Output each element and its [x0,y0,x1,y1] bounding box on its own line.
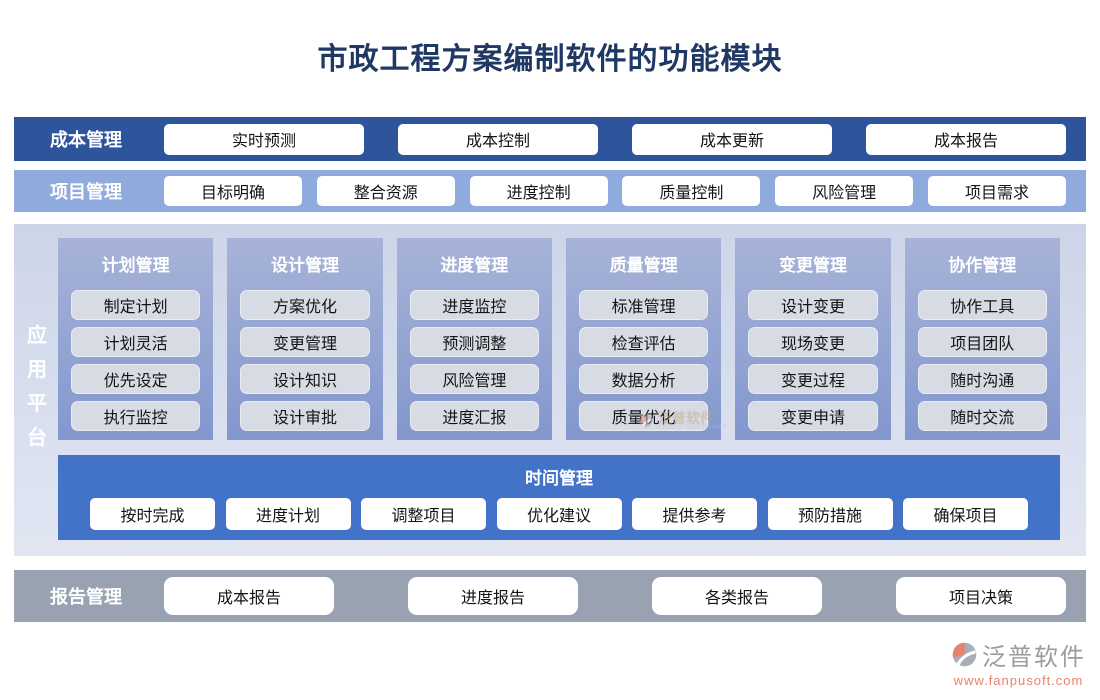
center-watermark-text: 泛普软件 FANPU SOFTWARE [658,411,727,431]
change-item-change-request[interactable]: 变更申请 [748,401,878,431]
module-columns: 计划管理 制定计划 计划灵活 优先设定 执行监控 设计管理 方案优化 变更管理 … [58,238,1060,440]
schedule-item-forecast-adjust[interactable]: 预测调整 [409,327,539,357]
design-item-design-approval[interactable]: 设计审批 [240,401,370,431]
column-title: 设计管理 [270,256,339,275]
report-bar-label: 报告管理 [50,587,122,607]
quality-item-standard-management[interactable]: 标准管理 [578,290,709,320]
collab-item-collaboration-tools[interactable]: 协作工具 [917,290,1047,320]
cost-button-realtime-forecast[interactable]: 实时预测 [164,123,364,155]
column-title: 质量管理 [609,256,678,275]
project-management-bar: 项目管理 目标明确 整合资源 进度控制 质量控制 风险管理 项目需求 [14,170,1086,212]
column-schedule-management: 进度管理 进度监控 预测调整 风险管理 进度汇报 [396,238,552,440]
time-button-optimization-advice[interactable]: 优化建议 [496,498,622,530]
plan-item-make-plan[interactable]: 制定计划 [71,290,201,320]
report-button-cost-report[interactable]: 成本报告 [164,577,334,615]
footer-watermark: 泛普软件 www.fanpusoft.com [951,637,1086,688]
report-button-various-reports[interactable]: 各类报告 [652,577,822,615]
project-button-schedule-control[interactable]: 进度控制 [469,176,608,206]
schedule-item-risk-management[interactable]: 风险管理 [409,364,539,394]
project-button-quality-control[interactable]: 质量控制 [622,176,761,206]
cost-button-cost-update[interactable]: 成本更新 [632,123,832,155]
project-button-integrate-resources[interactable]: 整合资源 [316,176,455,206]
column-title: 变更管理 [778,256,847,275]
change-item-change-process[interactable]: 变更过程 [748,364,878,394]
project-bar-label: 项目管理 [50,182,122,202]
center-watermark: 泛普软件 FANPU SOFTWARE [638,411,727,431]
plan-item-flexible-plan[interactable]: 计划灵活 [71,327,201,357]
schedule-item-monitor[interactable]: 进度监控 [409,290,539,320]
brand-url: www.fanpusoft.com [953,673,1084,688]
plan-item-priority-setting[interactable]: 优先设定 [71,364,201,394]
platform-side-label: 应用平台 [27,325,47,449]
design-item-plan-optimization[interactable]: 方案优化 [240,290,370,320]
brand-name: 泛普软件 [982,644,1086,671]
change-item-design-change[interactable]: 设计变更 [748,290,878,320]
column-design-management: 设计管理 方案优化 变更管理 设计知识 设计审批 [227,238,383,440]
collab-item-anytime-communication[interactable]: 随时沟通 [917,364,1047,394]
report-management-bar: 报告管理 成本报告 进度报告 各类报告 项目决策 [14,570,1086,622]
fanpu-logo-icon [952,642,977,667]
time-bar-label: 时间管理 [525,469,593,488]
time-button-ensure-project[interactable]: 确保项目 [903,498,1028,530]
cost-button-cost-control[interactable]: 成本控制 [398,123,598,155]
quality-item-data-analysis[interactable]: 数据分析 [578,364,709,394]
cost-bar-label: 成本管理 [50,130,122,150]
design-item-design-knowledge[interactable]: 设计知识 [240,364,370,394]
column-title: 进度管理 [440,256,509,275]
application-platform-panel: 应用平台 计划管理 制定计划 计划灵活 优先设定 执行监控 设计管理 方案优化 … [14,224,1086,556]
collab-item-project-team[interactable]: 项目团队 [917,327,1047,357]
change-item-site-change[interactable]: 现场变更 [748,327,878,357]
report-bar-buttons: 成本报告 进度报告 各类报告 项目决策 [164,577,1066,615]
time-management-bar: 时间管理 按时完成 进度计划 调整项目 优化建议 提供参考 预防措施 确保项目 [58,455,1060,540]
quality-item-inspection-evaluation[interactable]: 检查评估 [578,327,709,357]
time-button-adjust-project[interactable]: 调整项目 [361,498,486,530]
project-button-clear-goals[interactable]: 目标明确 [164,176,302,206]
cost-management-bar: 成本管理 实时预测 成本控制 成本更新 成本报告 [14,117,1086,161]
time-button-provide-reference[interactable]: 提供参考 [632,498,757,530]
column-collaboration-management: 协作管理 协作工具 项目团队 随时沟通 随时交流 [904,238,1060,440]
brand-subtext: FANPU SOFTWARE [658,425,728,431]
cost-button-cost-report[interactable]: 成本报告 [866,123,1066,155]
brand-name: 泛普软件 [658,410,714,426]
project-button-project-requirements[interactable]: 项目需求 [927,176,1066,206]
time-button-schedule-plan[interactable]: 进度计划 [225,498,351,530]
cost-bar-buttons: 实时预测 成本控制 成本更新 成本报告 [164,123,1066,155]
page-title: 市政工程方案编制软件的功能模块 [317,43,783,76]
collab-item-anytime-exchange[interactable]: 随时交流 [917,401,1047,431]
report-button-schedule-report[interactable]: 进度报告 [408,577,578,615]
column-title: 计划管理 [101,256,170,275]
time-button-preventive-measures[interactable]: 预防措施 [767,498,893,530]
fanpu-logo-icon [639,414,653,428]
column-change-management: 变更管理 设计变更 现场变更 变更过程 变更申请 [735,238,891,440]
schedule-item-progress-report[interactable]: 进度汇报 [409,401,539,431]
project-bar-buttons: 目标明确 整合资源 进度控制 质量控制 风险管理 项目需求 [164,176,1066,206]
column-plan-management: 计划管理 制定计划 计划灵活 优先设定 执行监控 [58,238,214,440]
plan-item-execution-monitor[interactable]: 执行监控 [71,401,201,431]
report-button-project-decision[interactable]: 项目决策 [896,577,1066,615]
time-bar-buttons: 按时完成 进度计划 调整项目 优化建议 提供参考 预防措施 确保项目 [90,498,1028,530]
time-button-on-time-completion[interactable]: 按时完成 [90,498,215,530]
column-title: 协作管理 [948,256,1017,275]
project-button-risk-management[interactable]: 风险管理 [775,176,914,206]
design-item-change-management[interactable]: 变更管理 [240,327,370,357]
